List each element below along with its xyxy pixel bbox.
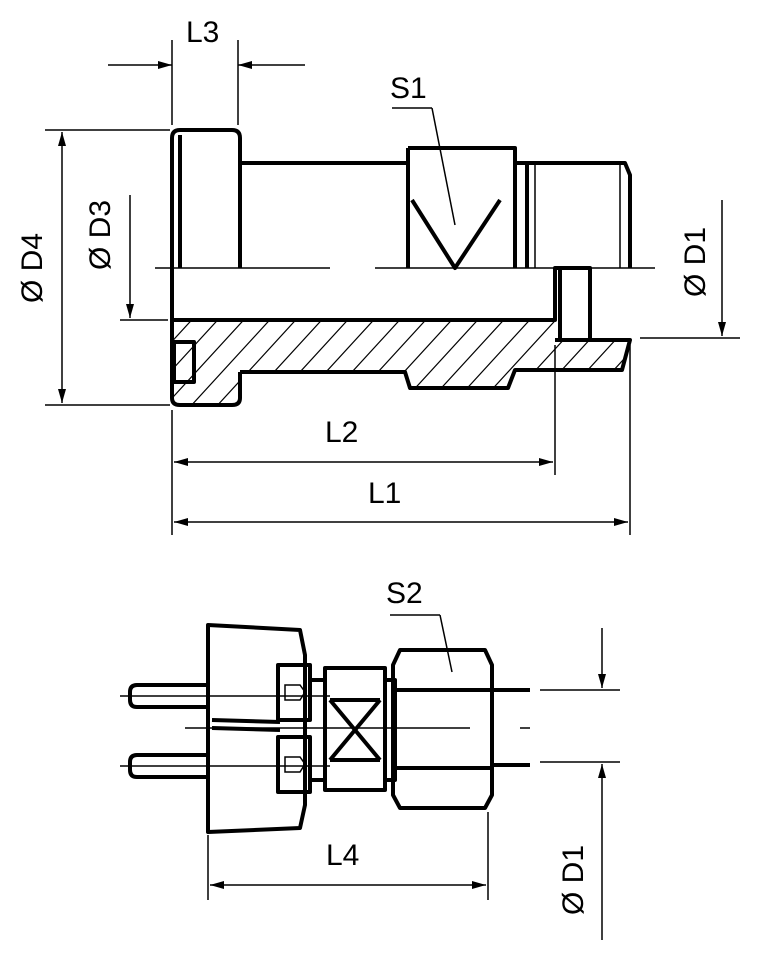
label-l4: L4: [326, 839, 359, 872]
screw-lower: [276, 735, 312, 794]
top-fitting-view: L3 S1 Ø D4 Ø D3 Ø D1 L2 L1: [16, 16, 766, 535]
hex-s1: [240, 146, 517, 270]
hatch-line: [203, 320, 315, 405]
hex-s2: [391, 648, 494, 810]
label-s1: S1: [390, 72, 427, 105]
hatch-line: [177, 320, 289, 405]
label-d4: Ø D4: [16, 233, 49, 303]
label-d1-bottom: Ø D1: [557, 845, 590, 915]
nut: [323, 666, 387, 792]
label-d1-top: Ø D1: [679, 227, 712, 297]
hatch-line: [646, 300, 756, 420]
label-l1: L1: [368, 477, 401, 510]
thread-end: [515, 161, 632, 268]
label-l2: L2: [325, 416, 358, 449]
bottom-connector-view: S2 L4 Ø D1: [120, 577, 620, 940]
label-s2: S2: [386, 577, 423, 610]
hatch-line: [174, 320, 237, 405]
label-l3: L3: [186, 16, 219, 49]
connector-body: [206, 623, 307, 834]
hatch-line: [698, 300, 766, 420]
screw-upper: [276, 663, 312, 722]
hatch-line: [174, 320, 263, 405]
hatch-line: [619, 320, 630, 405]
section-outline: [174, 266, 632, 390]
label-d3: Ø D3: [84, 200, 117, 270]
hatch-line: [672, 300, 766, 420]
hatch-line: [593, 320, 630, 405]
